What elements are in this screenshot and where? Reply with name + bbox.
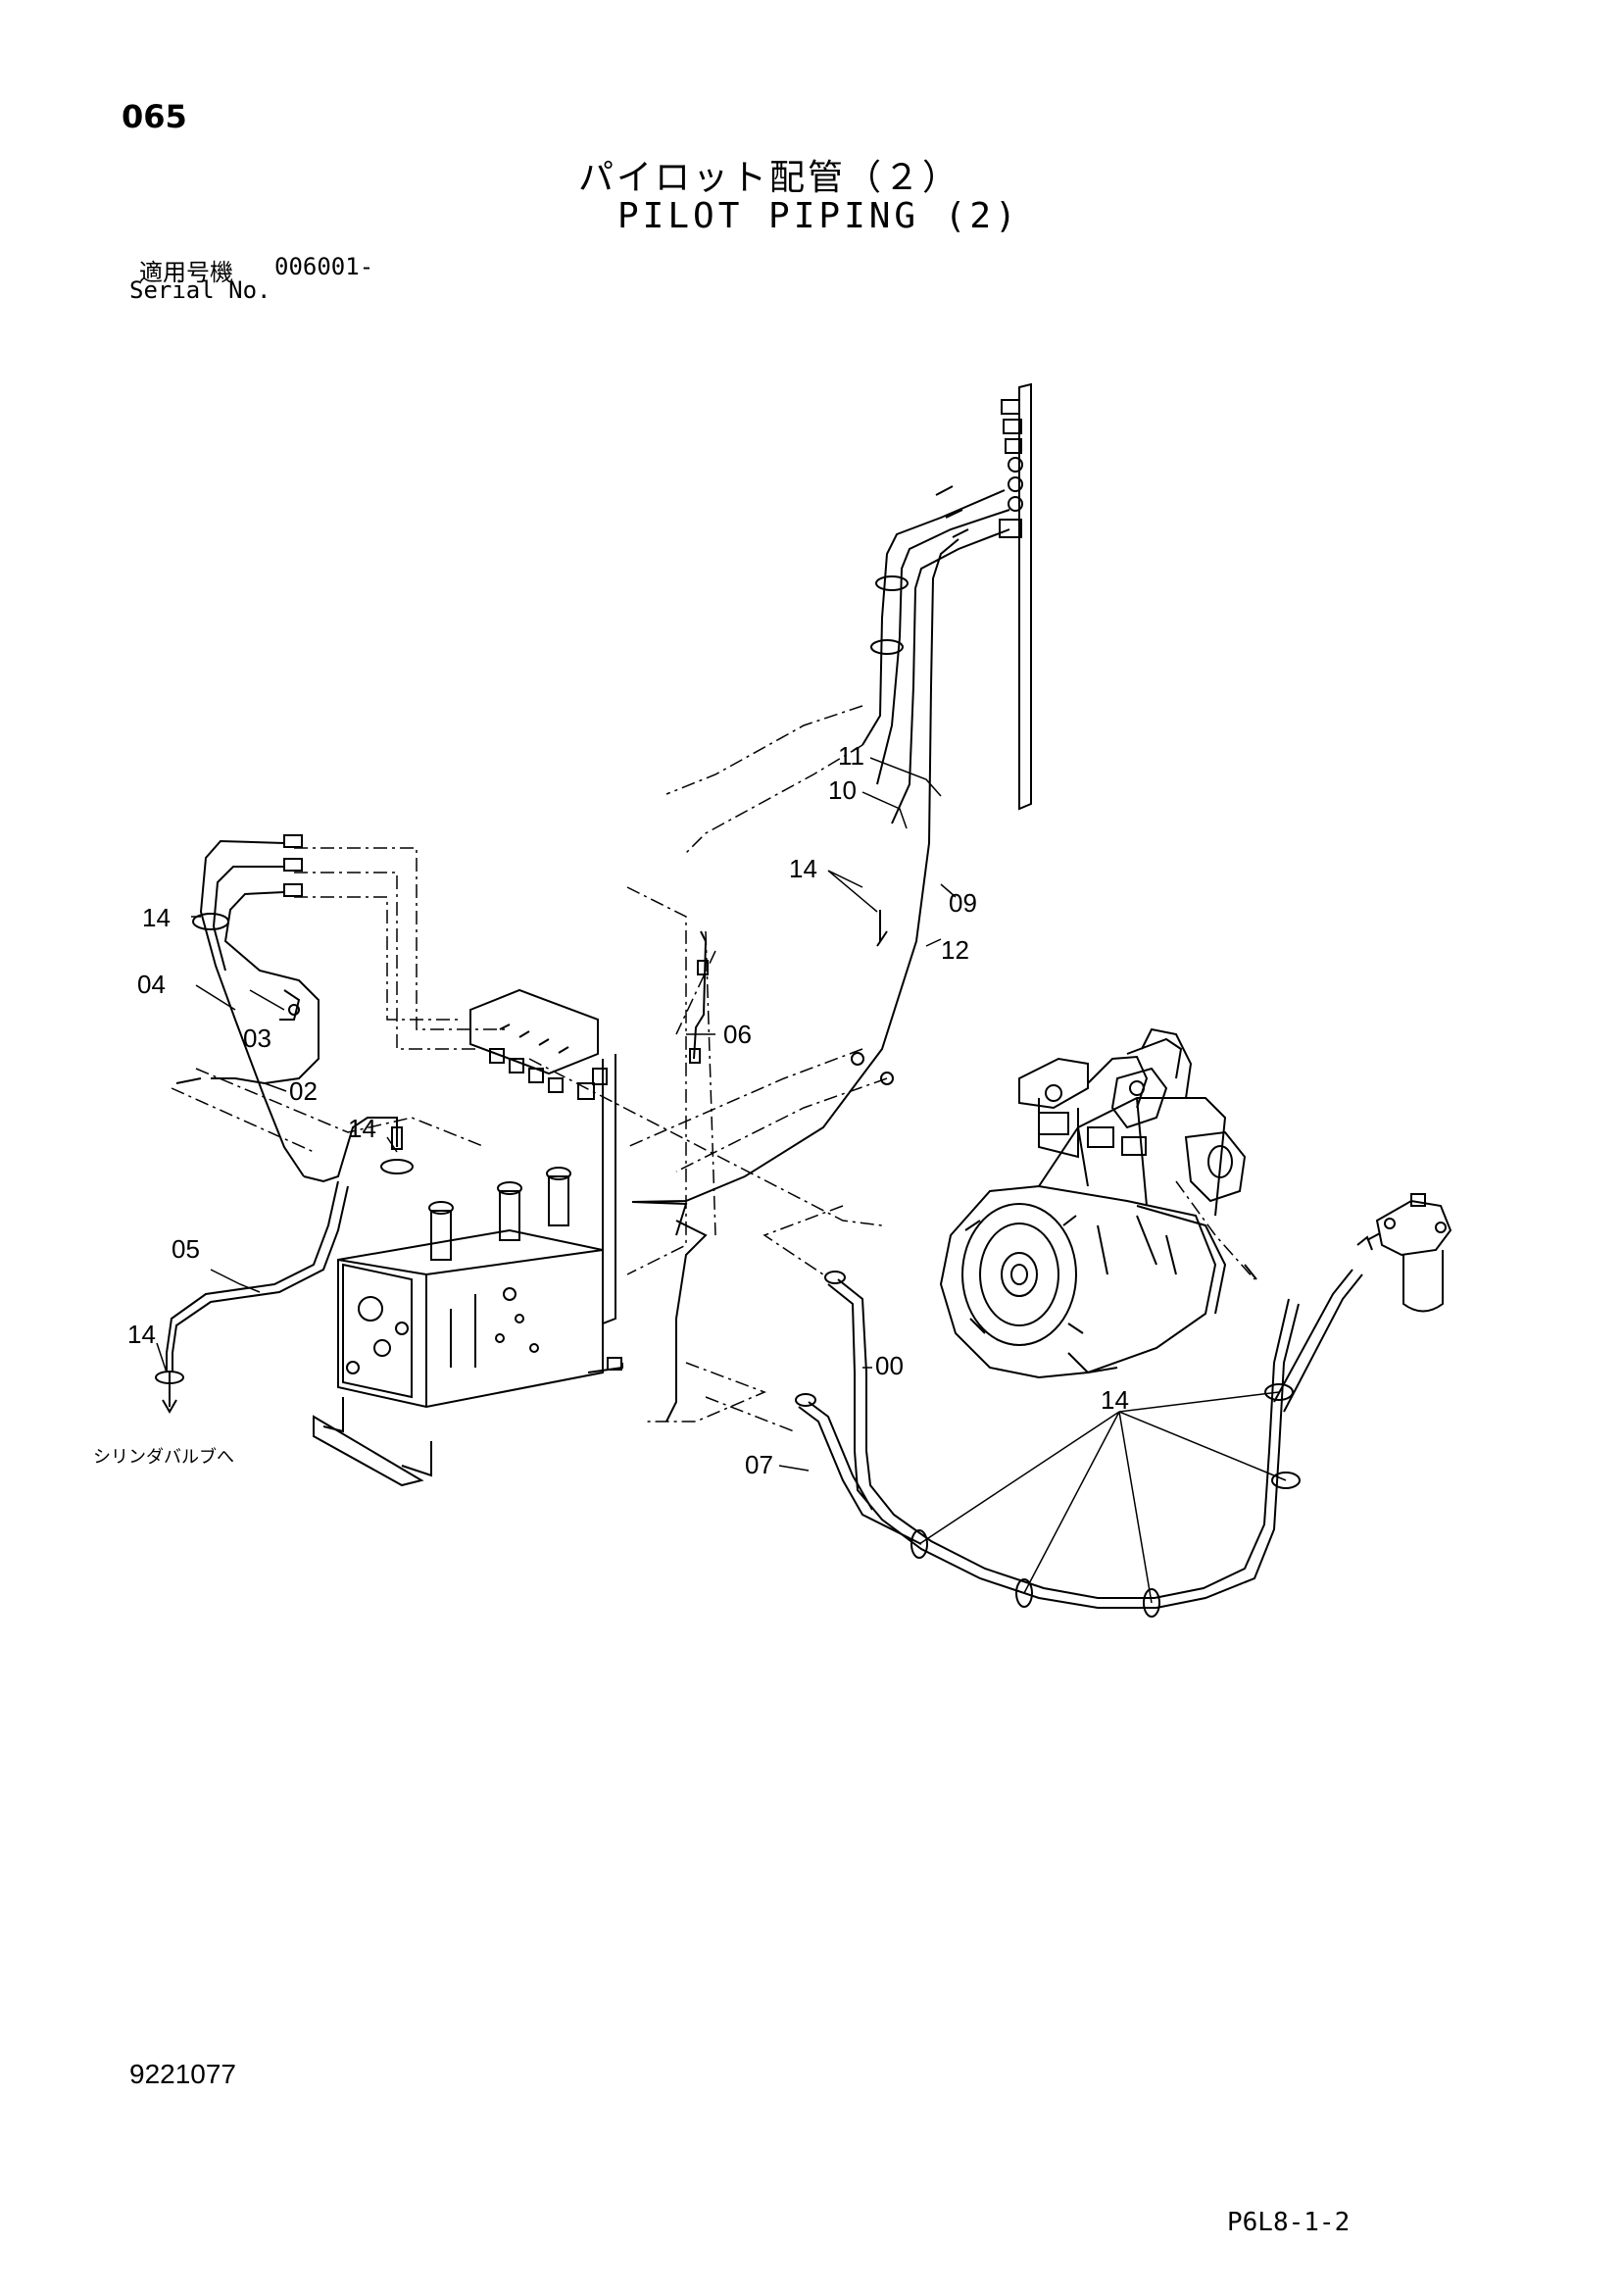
dashed-leaders: [171, 705, 1255, 1432]
hoses-09-12: [631, 485, 1010, 1203]
callout-14-left: 14: [142, 903, 171, 932]
cylinder-valve-note: シリンダバルブへ: [93, 1446, 234, 1467]
callout-05: 05: [172, 1234, 200, 1264]
page-code: P6L8-1-2: [1227, 2208, 1351, 2237]
callout-14-harness: 14: [1101, 1385, 1129, 1415]
callout-14-bottom-left: 14: [127, 1320, 156, 1349]
hoses-00-07-harness: [631, 1201, 1363, 1618]
center-valve-assembly: [469, 930, 709, 1325]
callout-09: 09: [949, 888, 977, 918]
callout-12: 12: [941, 935, 969, 965]
serial-value: 006001-: [274, 253, 374, 280]
callout-02: 02: [289, 1076, 318, 1106]
page-title-english: PILOT PIPING (2): [617, 196, 1020, 236]
callout-00: 00: [875, 1351, 904, 1380]
callout-14-top: 14: [789, 854, 817, 883]
callout-06: 06: [723, 1020, 752, 1049]
left-hoses-02-05: [155, 834, 414, 1414]
engine-pump-unit: [939, 1027, 1247, 1379]
serial-label-japanese: 適用号機: [139, 259, 233, 286]
pilot-filter: [1356, 1193, 1452, 1313]
callout-03: 03: [243, 1023, 271, 1053]
page-number: 065: [122, 98, 187, 135]
callout-labels: 11 10 14 09 12 14 04 03 02 06 14 05 14 0…: [127, 741, 1129, 1479]
lower-left-manifold: [313, 1167, 623, 1487]
callout-11: 11: [838, 741, 864, 771]
document-number: 9221077: [129, 2059, 237, 2089]
top-right-valve-block: [999, 382, 1032, 811]
callout-14-center: 14: [348, 1114, 376, 1143]
callout-10: 10: [828, 775, 857, 805]
callout-07: 07: [745, 1450, 773, 1479]
callout-04: 04: [137, 970, 166, 999]
serial-label-english: Serial No.: [129, 276, 271, 304]
callout-leaders: [156, 757, 1287, 1604]
page-title-japanese: パイロット配管（２）: [578, 158, 961, 198]
